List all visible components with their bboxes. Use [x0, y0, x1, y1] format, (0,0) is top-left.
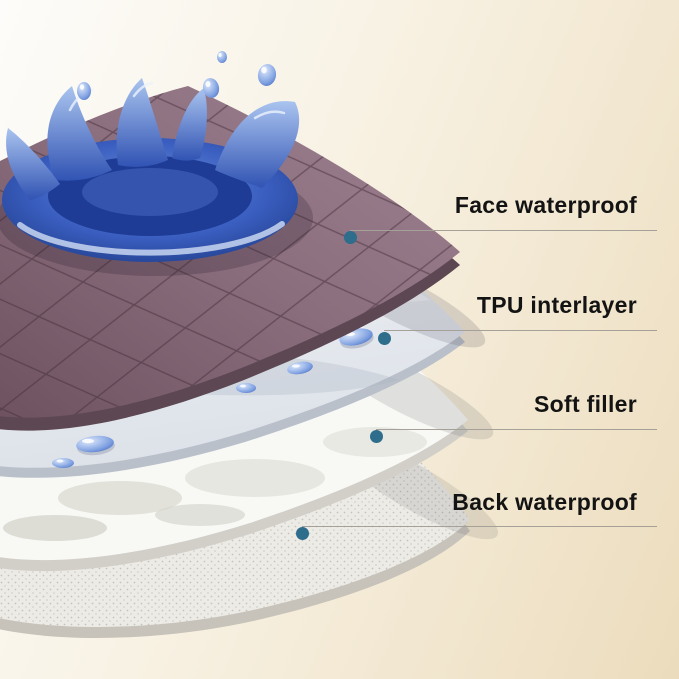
callout-line — [376, 429, 657, 430]
water-droplets-on-layers — [52, 328, 374, 468]
water-splash — [0, 51, 313, 276]
callout-line — [384, 330, 657, 331]
callout-dot-icon — [344, 231, 357, 244]
callout-dot-icon — [296, 527, 309, 540]
callout-dot-icon — [378, 332, 391, 345]
callout-line — [350, 230, 657, 231]
callout-dot-icon — [370, 430, 383, 443]
callout-label-soft-filler: Soft filler — [534, 391, 637, 417]
callout-line — [302, 526, 657, 527]
callout-label-face-waterproof: Face waterproof — [454, 192, 637, 218]
callout-label-tpu-interlayer: TPU interlayer — [476, 292, 637, 318]
callout-label-back-waterproof: Back waterproof — [452, 489, 637, 515]
water-droplet — [77, 51, 277, 100]
